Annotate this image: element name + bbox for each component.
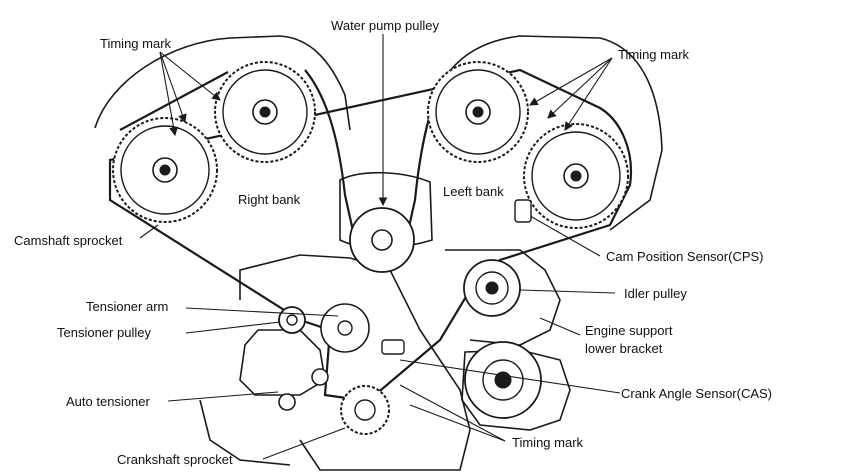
tensioner-pulley bbox=[278, 306, 306, 334]
camshaft-sprocket-inner-left bbox=[427, 61, 529, 163]
label-tensioner-pulley: Tensioner pulley bbox=[57, 325, 151, 340]
label-idler-pulley: Idler pulley bbox=[624, 286, 687, 301]
crank-angle-sensor bbox=[381, 339, 405, 355]
camshaft-sprocket-outer-left bbox=[523, 123, 629, 229]
crankshaft-sprocket bbox=[340, 385, 390, 435]
water-pump-pulley bbox=[349, 207, 415, 273]
idler-pulley bbox=[463, 259, 521, 317]
label-auto-tensioner: Auto tensioner bbox=[66, 394, 150, 409]
auto-tensioner bbox=[278, 368, 329, 411]
label-right-bank: Right bank bbox=[238, 192, 301, 207]
label-cam-position-sensor: Cam Position Sensor(CPS) bbox=[606, 249, 764, 264]
cam-position-sensor bbox=[514, 199, 532, 223]
label-engine-support-line1: Engine support bbox=[585, 323, 673, 338]
label-timing-mark-left: Timing mark bbox=[100, 36, 172, 51]
label-engine-support-line2: lower bracket bbox=[585, 341, 663, 356]
label-left-bank: Leeft bank bbox=[443, 184, 504, 199]
label-timing-mark-bottom: Timing mark bbox=[512, 435, 584, 450]
camshaft-sprocket-outer-right bbox=[112, 117, 218, 223]
tensioner-arm bbox=[320, 303, 370, 353]
crank-angle-sensor-pulley bbox=[464, 341, 542, 419]
label-timing-mark-right: Timing mark bbox=[618, 47, 690, 62]
label-crank-angle-sensor: Crank Angle Sensor(CAS) bbox=[621, 386, 773, 401]
label-crankshaft-sprocket: Crankshaft sprocket bbox=[117, 452, 233, 467]
label-camshaft-sprocket: Camshaft sprocket bbox=[14, 233, 123, 248]
label-tensioner-arm: Tensioner arm bbox=[86, 299, 169, 314]
label-water-pump-pulley: Water pump pulley bbox=[331, 18, 439, 33]
camshaft-sprocket-inner-right bbox=[214, 61, 316, 163]
leader-lines bbox=[139, 34, 621, 460]
